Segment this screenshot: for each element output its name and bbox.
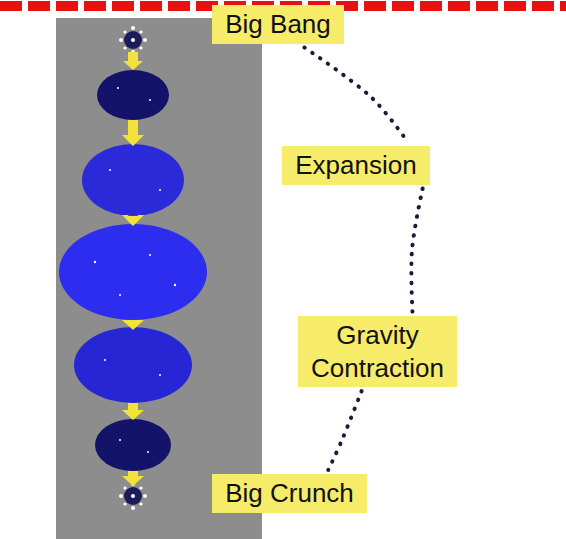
star-dot xyxy=(159,374,161,376)
star-dot xyxy=(119,494,123,498)
star-dot xyxy=(119,294,121,296)
dotted-connector xyxy=(411,189,422,313)
box-label: Expansion xyxy=(294,149,418,182)
star-dot xyxy=(139,30,142,33)
label-box: Gravity Contraction xyxy=(298,316,457,387)
box-label: Big Bang xyxy=(224,8,332,41)
down-arrow xyxy=(123,52,143,70)
box-label: Gravity Contraction xyxy=(310,319,445,384)
dotted-connector xyxy=(304,48,407,143)
star-dot xyxy=(143,494,147,498)
star-dot xyxy=(131,38,135,42)
down-arrow xyxy=(122,320,144,330)
starburst-core xyxy=(124,31,142,49)
universe-circle xyxy=(95,419,171,471)
star-dot xyxy=(139,46,142,49)
starburst-dots xyxy=(119,26,147,54)
star-dot xyxy=(94,261,96,263)
star-dot xyxy=(123,502,126,505)
yellow-arrows xyxy=(122,52,144,486)
starburst-top xyxy=(119,26,147,54)
dotted-connector xyxy=(328,391,361,470)
universe-circle xyxy=(74,327,192,403)
down-arrow xyxy=(122,471,144,486)
star-dot xyxy=(131,506,135,510)
star-dot xyxy=(104,359,106,361)
star-dot xyxy=(159,189,161,191)
universe-circle xyxy=(59,224,207,320)
star-dot xyxy=(131,26,135,30)
down-arrow xyxy=(122,215,144,226)
label-box: Expansion xyxy=(282,146,430,185)
down-arrow xyxy=(122,403,144,420)
star-dot xyxy=(174,284,176,286)
box-label: Big Crunch xyxy=(224,477,355,510)
star-dot xyxy=(143,38,147,42)
label-box: Big Bang xyxy=(212,5,344,44)
starburst-dots xyxy=(119,482,147,510)
star-dot xyxy=(123,486,126,489)
star-dot xyxy=(117,87,119,89)
down-arrow xyxy=(122,120,144,146)
star-dot xyxy=(147,451,149,453)
star-dot xyxy=(119,439,121,441)
star-dot xyxy=(123,30,126,33)
grey-panel xyxy=(56,18,262,539)
star-dot xyxy=(109,169,111,171)
starburst-bottom xyxy=(119,482,147,510)
starburst-core xyxy=(124,487,142,505)
star-dot xyxy=(149,254,151,256)
universe-circle xyxy=(82,144,184,216)
star-dot xyxy=(123,46,126,49)
label-box: Big Crunch xyxy=(212,474,367,513)
star-dot xyxy=(139,486,142,489)
star-dot xyxy=(119,38,123,42)
star-dot xyxy=(139,502,142,505)
universe-circle xyxy=(97,70,169,120)
star-dot xyxy=(149,99,151,101)
star-dots xyxy=(94,87,176,453)
star-dot xyxy=(131,494,135,498)
